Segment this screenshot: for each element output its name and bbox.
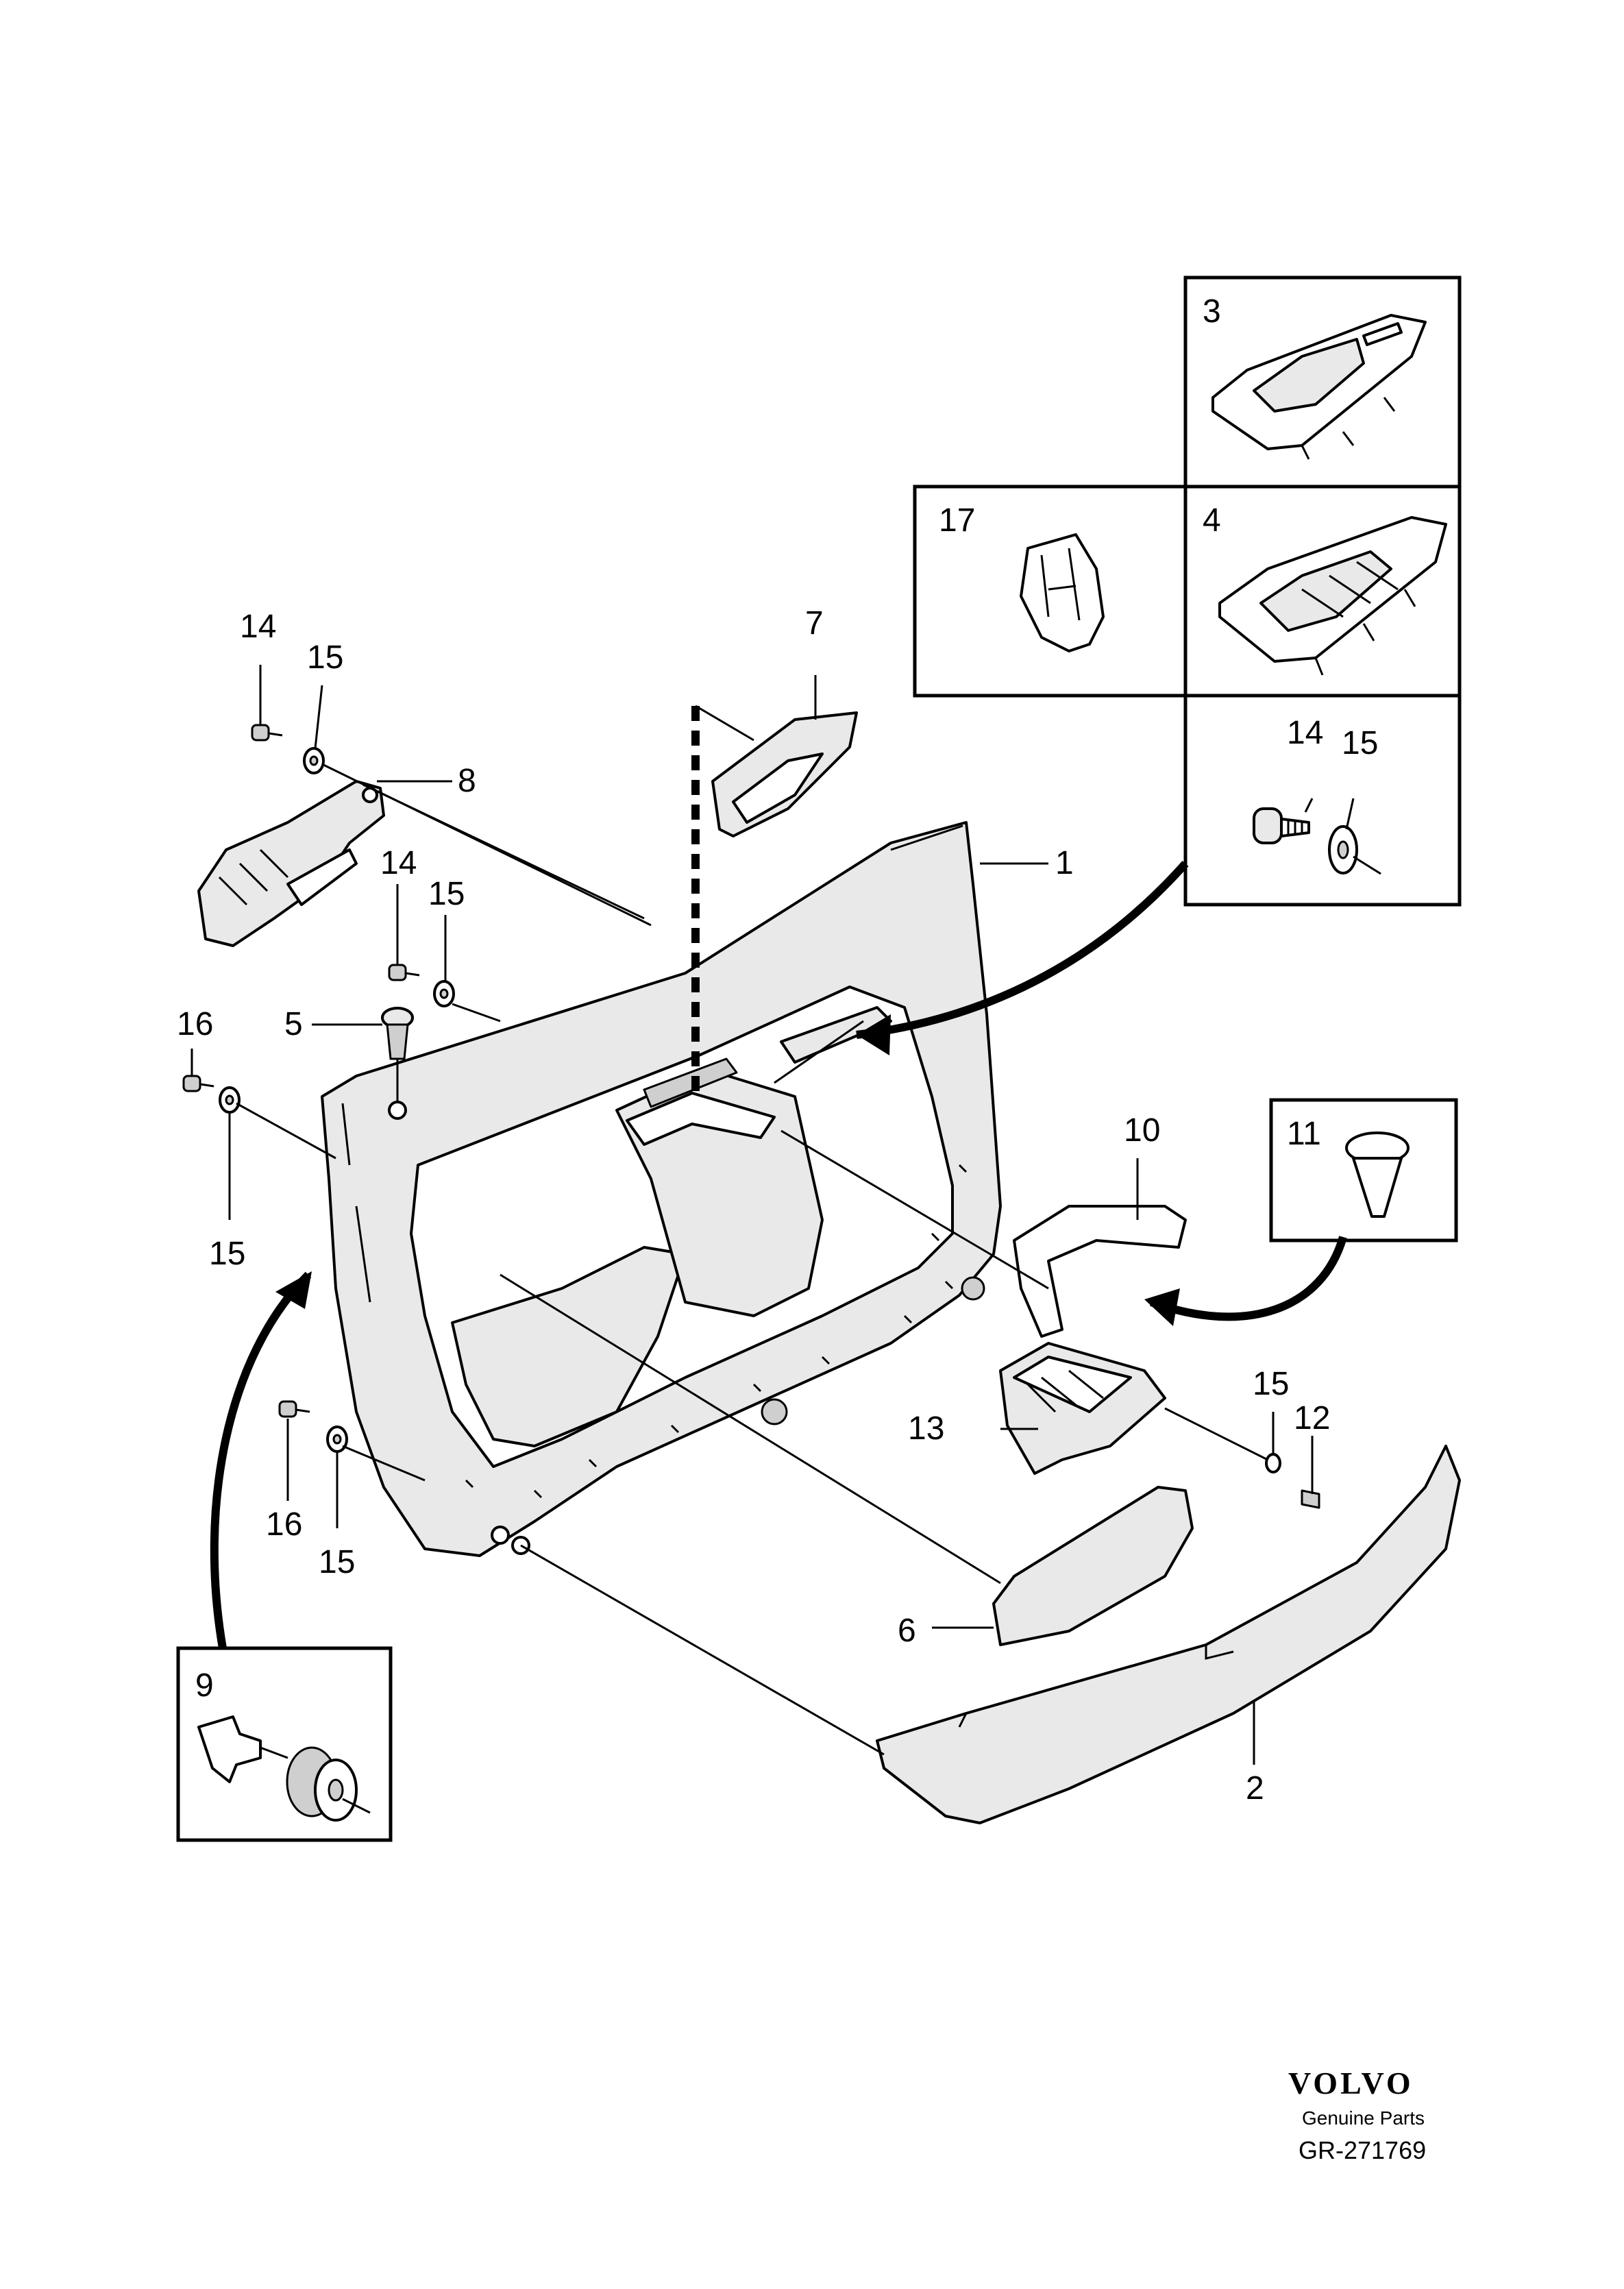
- callout-3: 3: [1203, 293, 1221, 330]
- callout-14-c: 14: [1287, 715, 1323, 751]
- part-8-inner-handle: [197, 780, 385, 947]
- arrow-inset-to-panel: [856, 861, 1189, 1055]
- callout-10: 10: [1124, 1112, 1160, 1149]
- callout-14-a: 14: [240, 609, 276, 645]
- part-12-screw: [1301, 1489, 1320, 1509]
- part-15-washer-e: [1265, 1453, 1281, 1473]
- callout-16-a: 16: [177, 1006, 213, 1042]
- callout-5: 5: [284, 1006, 303, 1042]
- part-14-screw-b: [388, 964, 420, 981]
- part-16-screw-b: [278, 1400, 310, 1418]
- callout-15-e: 15: [319, 1544, 355, 1580]
- callout-15-f: 15: [1253, 1366, 1289, 1402]
- part-15-washer-inset: [1328, 825, 1381, 875]
- callout-17: 17: [939, 502, 975, 539]
- callout-2: 2: [1246, 1770, 1264, 1807]
- inset-box-9: [176, 1646, 393, 1842]
- part-13-bracket: [999, 1342, 1166, 1475]
- diagram-code: GR-271769: [1299, 2136, 1426, 2164]
- part-16-screw-a: [182, 1075, 214, 1092]
- callout-16-b: 16: [266, 1506, 302, 1543]
- part-15-washer-b: [433, 980, 455, 1007]
- callout-15-c: 15: [1342, 725, 1378, 761]
- callout-13: 13: [908, 1410, 944, 1447]
- part-6-armrest-pad: [992, 1486, 1194, 1646]
- part-2-lower-trim: [876, 1445, 1461, 1824]
- part-9-clip-grommet: [197, 1715, 371, 1822]
- leader-lines: [190, 665, 1314, 1765]
- inset-box-14-15: [1183, 694, 1462, 907]
- callout-14-b: 14: [380, 845, 417, 881]
- part-14-screw-a: [251, 724, 283, 742]
- callout-15-b: 15: [428, 876, 465, 912]
- part-7-pull-cup: [711, 711, 858, 837]
- part-17-clip: [1020, 533, 1105, 652]
- part-14-screw-inset: [1253, 807, 1310, 844]
- volvo-logo: VOLVO: [1288, 2066, 1414, 2101]
- callout-1: 1: [1055, 845, 1074, 881]
- part-3-switch-bezel: [1211, 314, 1427, 460]
- callout-6: 6: [898, 1613, 916, 1649]
- callout-7: 7: [805, 605, 824, 641]
- part-15-washer-a: [303, 747, 325, 774]
- callout-11: 11: [1287, 1116, 1321, 1152]
- callout-12: 12: [1294, 1400, 1330, 1436]
- callout-4: 4: [1203, 502, 1221, 539]
- part-5-clip: [381, 1007, 414, 1060]
- callout-9: 9: [195, 1667, 214, 1704]
- part-1-door-trim-panel: [321, 821, 1002, 1557]
- arrow-11-to-trim: [1144, 1236, 1347, 1326]
- part-15-washer-c: [219, 1086, 241, 1114]
- genuine-parts-text: Genuine Parts: [1302, 2107, 1425, 2129]
- callout-15-a: 15: [307, 639, 343, 676]
- part-15-washer-d: [326, 1425, 348, 1453]
- part-4-switch-panel: [1218, 516, 1447, 676]
- part-10-trim-strip: [1013, 1205, 1187, 1338]
- part-11-push-pin: [1345, 1131, 1410, 1218]
- callout-15-d: 15: [209, 1236, 245, 1272]
- callout-8: 8: [458, 763, 476, 799]
- arrow-9-to-panel: [210, 1271, 312, 1650]
